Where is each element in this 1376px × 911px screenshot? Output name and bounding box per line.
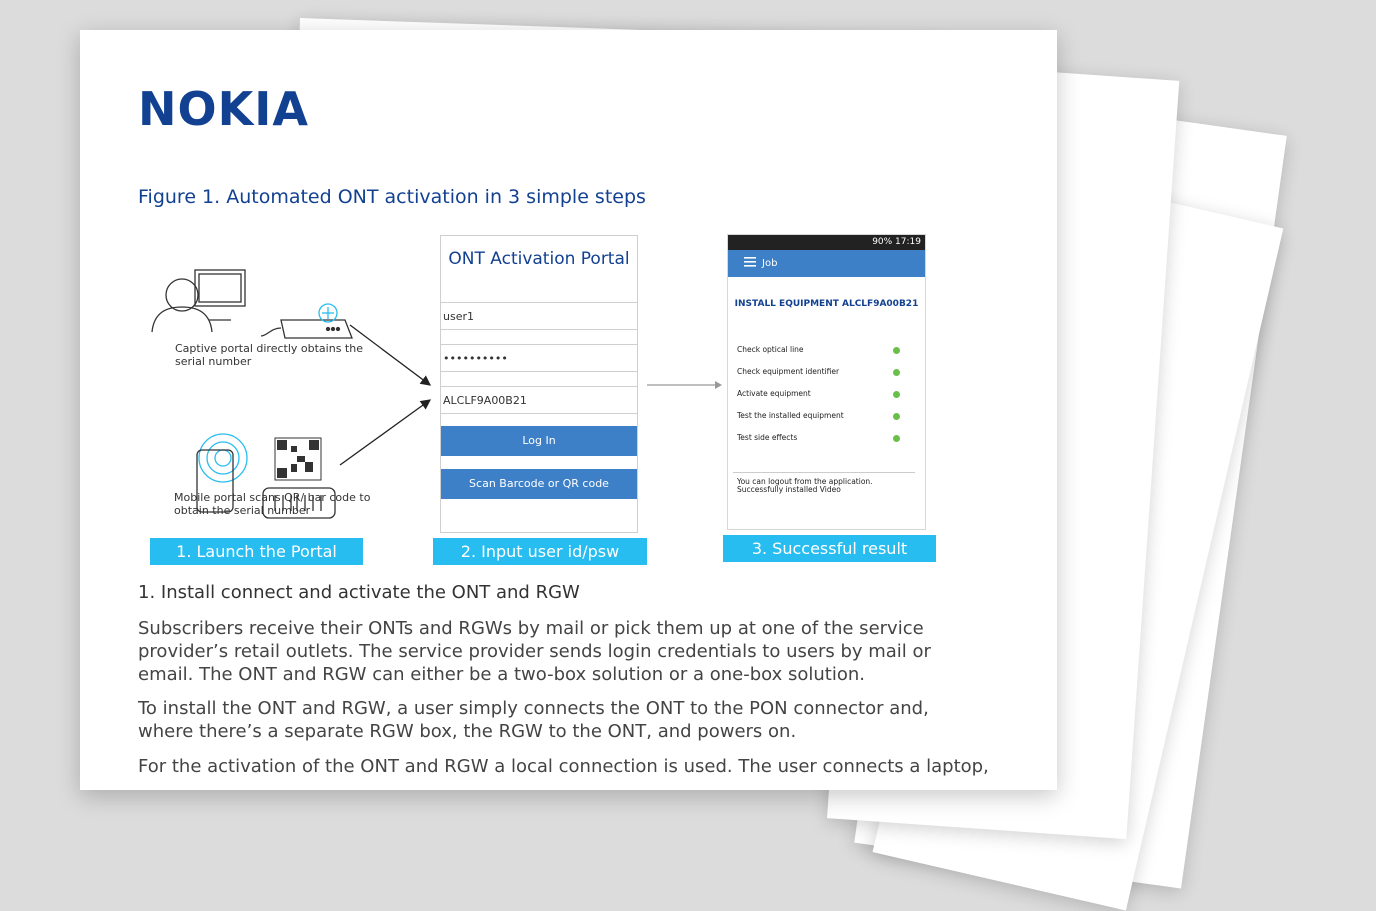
- mobile-result-screen: 90% 17:19 Job INSTALL EQUIPMENT ALCLF9A0…: [727, 234, 926, 530]
- app-bar-title: Job: [728, 250, 925, 277]
- activation-portal-form: ONT Activation Portal user1 •••••••••• A…: [440, 235, 638, 533]
- user-id-field[interactable]: user1: [441, 302, 637, 330]
- step-caption-2: 2. Input user id/psw: [433, 538, 647, 565]
- nokia-logo: NOKIA: [138, 82, 309, 132]
- success-dot-icon: [893, 369, 900, 376]
- launch-portal-illustration: [151, 269, 353, 519]
- monitor-icon: [194, 269, 246, 321]
- add-icon: [318, 303, 338, 323]
- result-message: You can logout from the application. Suc…: [737, 477, 873, 494]
- success-dot-icon: [893, 413, 900, 420]
- section-heading: 1. Install connect and activate the ONT …: [138, 582, 580, 603]
- captive-portal-caption: Captive portal directly obtains the seri…: [175, 342, 363, 368]
- scan-code-button[interactable]: Scan Barcode or QR code: [441, 469, 637, 499]
- svg-text:NOKIA: NOKIA: [138, 82, 309, 132]
- task-item: Check optical line: [737, 345, 804, 354]
- success-dot-icon: [893, 391, 900, 398]
- password-field[interactable]: ••••••••••: [441, 344, 637, 372]
- step-caption-1: 1. Launch the Portal: [150, 538, 363, 565]
- task-item: Check equipment identifier: [737, 367, 840, 376]
- flow-arrows: [339, 324, 432, 466]
- body-paragraph: To install the ONT and RGW, a user simpl…: [138, 698, 929, 742]
- ont-device-icon: [260, 319, 353, 339]
- signal-icon: [198, 433, 248, 483]
- user-icon: [151, 278, 213, 333]
- barcode-icon: [262, 487, 336, 519]
- body-paragraph: For the activation of the ONT and RGW a …: [138, 756, 989, 777]
- mobile-portal-caption: Mobile portal scans QR/ bar code to obta…: [174, 491, 371, 517]
- status-bar: 90% 17:19: [728, 235, 925, 250]
- serial-number-field[interactable]: ALCLF9A00B21: [441, 386, 637, 414]
- menu-icon[interactable]: [744, 257, 756, 267]
- task-item: Test the installed equipment: [737, 411, 844, 420]
- flow-arrow: [647, 381, 722, 389]
- task-item: Test side effects: [737, 433, 798, 442]
- success-dot-icon: [893, 435, 900, 442]
- success-dot-icon: [893, 347, 900, 354]
- task-item: Activate equipment: [737, 389, 811, 398]
- body-paragraph: Subscribers receive their ONTs and RGWs …: [138, 618, 931, 685]
- phone-icon: [196, 449, 234, 513]
- form-title: ONT Activation Portal: [448, 249, 630, 269]
- login-button[interactable]: Log In: [441, 426, 637, 456]
- divider: [733, 472, 915, 473]
- step-caption-3: 3. Successful result: [723, 535, 936, 562]
- figure-title: Figure 1. Automated ONT activation in 3 …: [138, 186, 646, 208]
- install-heading: INSTALL EQUIPMENT ALCLF9A00B21: [734, 299, 919, 309]
- qr-code-icon: [274, 437, 322, 481]
- document-page: NOKIA Figure 1. Automated ONT activation…: [80, 30, 1057, 790]
